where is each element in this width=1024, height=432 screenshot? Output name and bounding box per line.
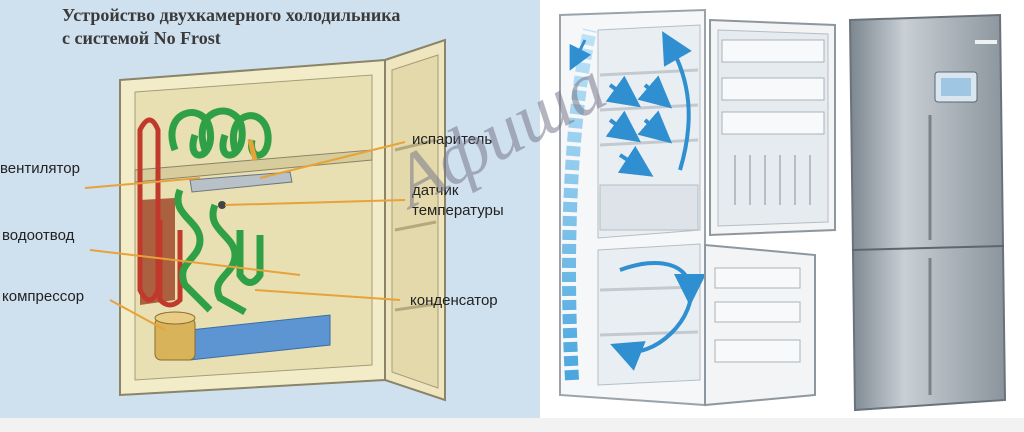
label-fan: вентилятор xyxy=(0,160,80,177)
schematic-fridge xyxy=(119,38,446,402)
label-evaporator: испаритель xyxy=(412,131,493,148)
label-compressor: компрессор xyxy=(2,288,85,305)
label-condenser: конденсатор xyxy=(410,292,498,309)
label-sensor-line1: датчик xyxy=(412,182,459,199)
title-line-2: с системой No Frost xyxy=(62,28,221,48)
open-fridge xyxy=(559,8,836,407)
closed-fridge xyxy=(848,13,1007,412)
label-sensor-line2: температуры xyxy=(412,202,504,219)
bottom-strip xyxy=(0,418,1024,432)
label-drain: водоотвод xyxy=(2,227,75,244)
diagram-title: Устройство двухкамерного холодильника с … xyxy=(62,4,400,50)
leader-lines xyxy=(84,141,406,331)
title-line-1: Устройство двухкамерного холодильника xyxy=(62,5,401,25)
